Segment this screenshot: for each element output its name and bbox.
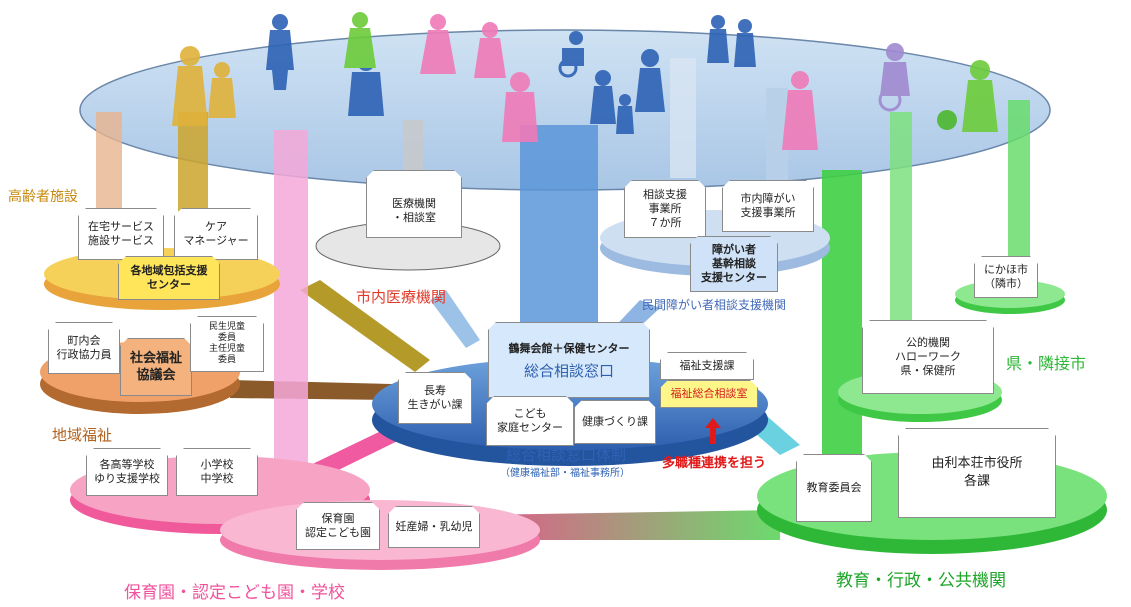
beam-community [230,380,392,400]
region-label-elderly: 高齢者施設 [8,189,78,205]
welfare-consultation-room-box: 福祉総合相談室 [660,380,758,408]
center-system-title: 総合相談窓口体制 [506,446,627,464]
beam-elder [300,280,430,372]
welfare-commissioner-box: 民生児童委員 主任児童委員 [190,316,264,372]
beam-school-education [470,510,780,540]
longevity-box: 長寿生きがい課 [398,372,472,424]
region-label-prefecture: 県・隣接市 [1006,354,1087,373]
comprehensive-consultation-window: 鶴舞会館＋保健センター 総合相談窓口 [488,322,650,398]
pillar-neighbor [1008,100,1030,290]
maternity-infant-box: 妊産婦・乳幼児 [388,506,480,548]
center-system-role: 多職種連携を担う [662,456,767,471]
home-service-box: 在宅サービス施設サービス [78,208,164,260]
child-family-center-box: こども家庭センター [486,396,574,446]
pillar-center [520,125,598,345]
care-manager-box: ケアマネージャー [174,208,258,260]
pillar-disability-back [670,58,696,178]
region-label-medical: 市内医療機関 [356,288,447,306]
people-silhouettes-icon [172,12,998,150]
center-system-subtitle: （健康福祉部・福祉事務所） [500,468,630,479]
region-label-education: 教育・行政・公共機関 [836,571,1006,591]
region-label-community: 地域福祉 [52,426,113,444]
regional-support-center-box: 各地域包括支援センター [118,256,220,300]
city-hall-box: 由利本荘市役所各課 [898,428,1056,518]
nursery-box: 保育園認定こども園 [296,502,380,550]
pillar-education [822,170,862,490]
region-label-schools: 保育園・認定こども園・学校 [124,583,345,603]
public-institution-box: 公的機関ハローワーク県・保健所 [862,320,994,394]
board-of-education-box: 教育委員会 [796,454,872,522]
nikaho-city-box: にかほ市（隣市） [974,256,1038,298]
beam-medical [430,290,480,348]
medical-institution-box: 医療機関・相談室 [366,170,462,238]
region-label-disability: 民間障がい者相談支援機関 [642,298,787,312]
up-arrow-icon [705,418,721,444]
city-disability-office-box: 市内障がい支援事業所 [722,180,814,232]
neighborhood-box: 町内会行政協力員 [48,322,120,374]
welfare-support-box: 福祉支援課 [660,352,754,380]
elementary-junior-box: 小学校中学校 [176,448,258,496]
disability-core-center-box: 障がい者基幹相談支援センター [690,236,778,292]
social-welfare-council-box: 社会福祉協議会 [120,338,192,396]
disc-school2 [220,500,540,560]
high-school-box: 各高等学校ゆり支援学校 [86,448,168,496]
health-promotion-box: 健康づくり課 [574,400,656,444]
pillar-school [274,130,308,470]
